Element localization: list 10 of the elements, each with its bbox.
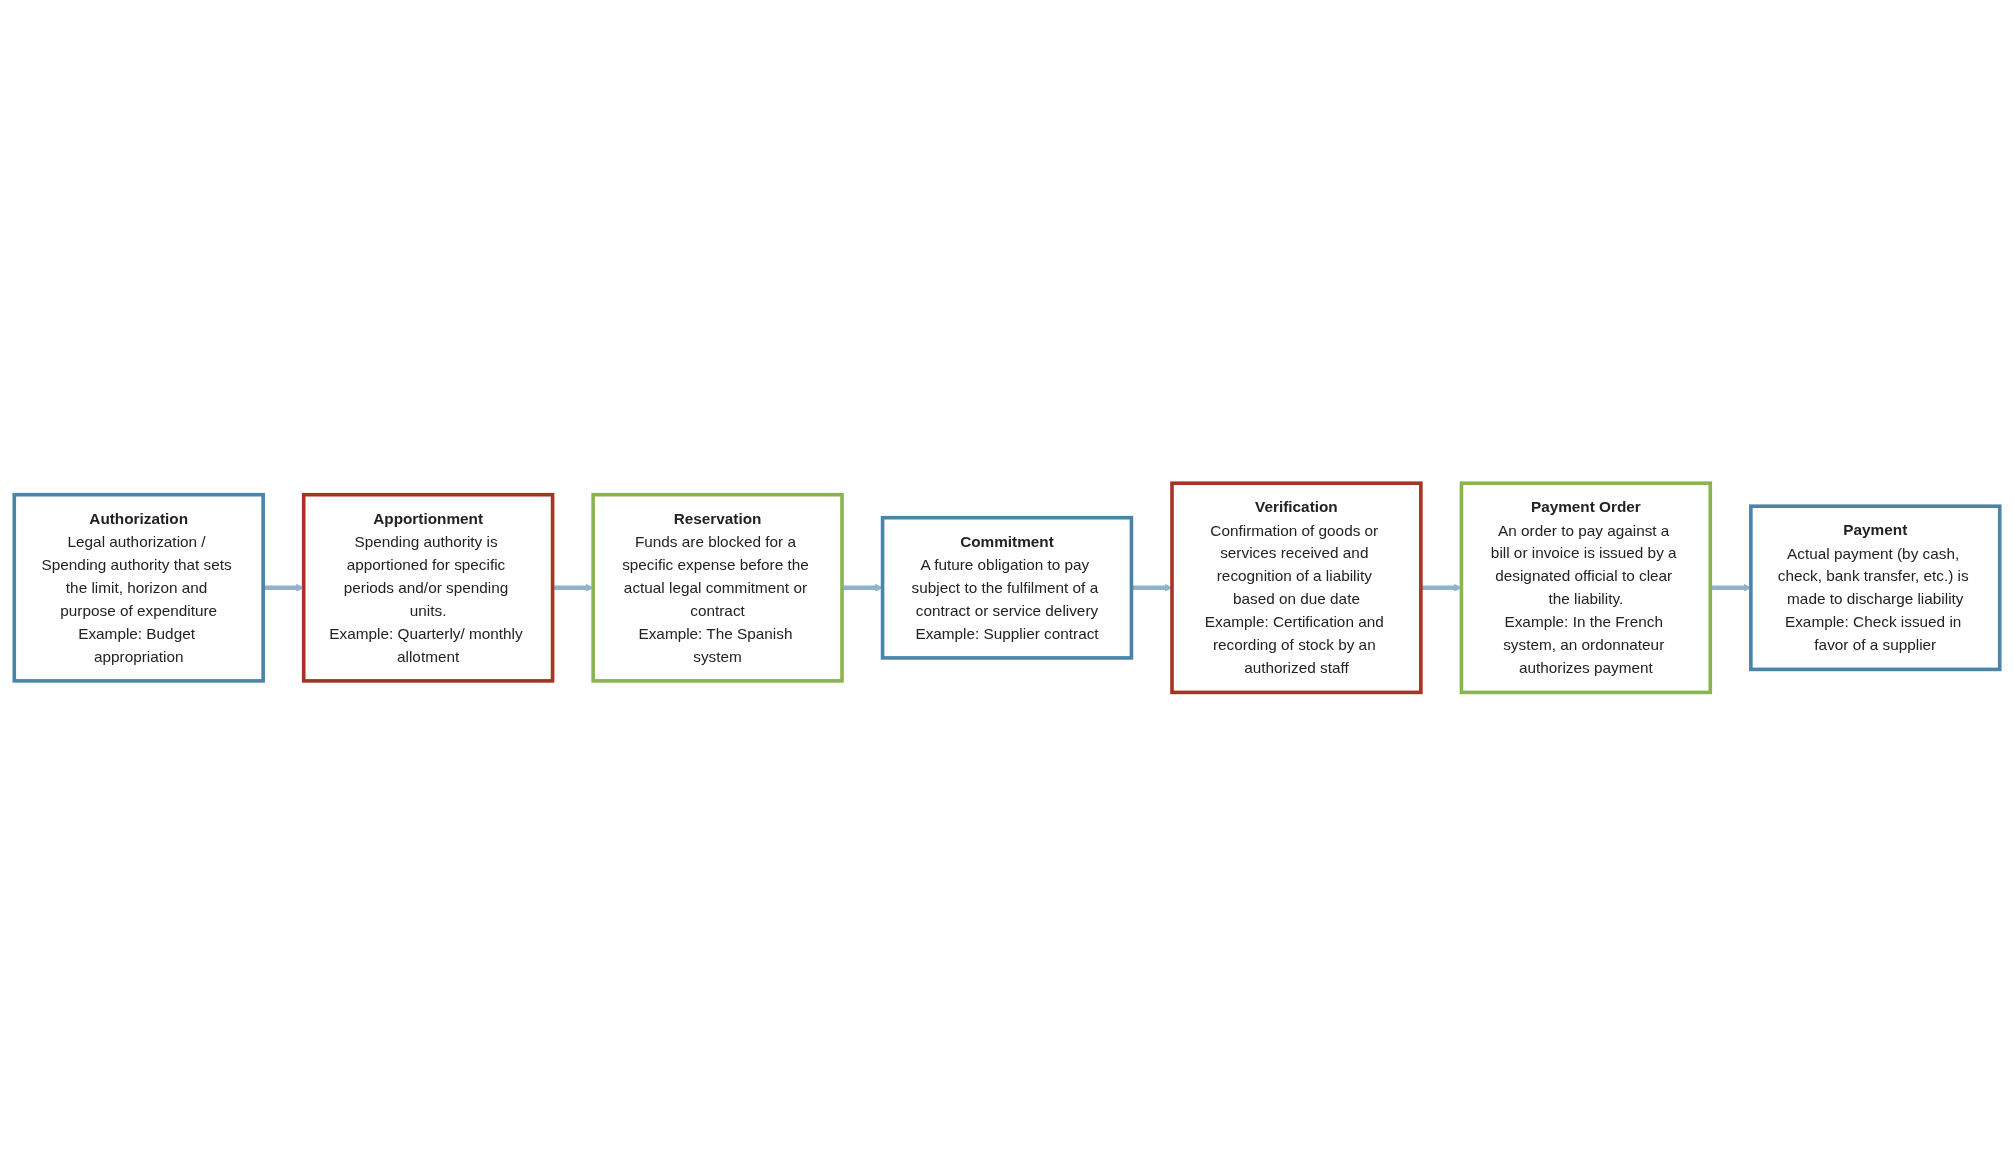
node-box: Apportionment Spending authority is apportioned for specific periods and/or spending units. Example: Quarterly/ monthly allotment	[301, 493, 555, 683]
node-box: Payment Order An order to pay against a bill or invoice is issued by a designated official to clear the liability. Example: In the French system, an ordonnateur authorizes payment	[1459, 481, 1713, 695]
node-box: Reservation Funds are blocked for a specific expense before the actual legal commitment or contract Example: The Spanish system	[591, 493, 844, 683]
node-box: Commitment A future obligation to pay subject to the fulfilment of a contract or service delivery Example: Supplier contract	[880, 516, 1134, 660]
arrow	[1710, 584, 1752, 592]
node-box: Verification Confirmation of goods or services received and recognition of a liability based on due date Example: Certification and recording of stock by an authorized staff	[1170, 481, 1423, 695]
arrow	[842, 584, 883, 592]
node-box: Authorization Legal authorization / Spending authority that sets the limit, horizon and purpose of expenditure Example: Budget appropriation	[12, 493, 265, 683]
arrow	[263, 584, 305, 592]
node-box: Payment Actual payment (by cash, check, bank transfer, etc.) is made to discharge liability Example: Check issued in favor of a supplier	[1749, 504, 2002, 672]
